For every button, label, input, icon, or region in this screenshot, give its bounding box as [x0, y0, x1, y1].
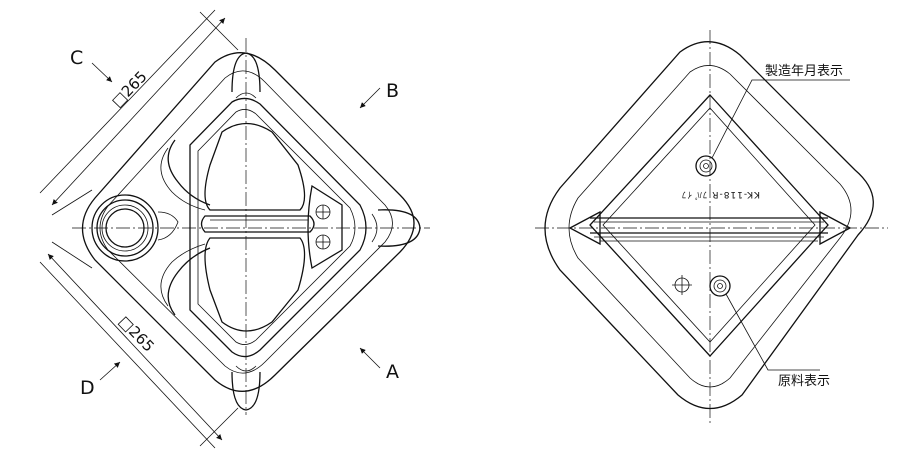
left-inner-frame — [189, 97, 367, 358]
left-top-boss — [231, 52, 261, 93]
right-second-outline — [568, 65, 852, 388]
left-view: □265 □265 C B A D — [39, 9, 430, 449]
dimension-upper-label: □265 — [108, 67, 151, 110]
view-arrow-a — [359, 347, 381, 369]
right-right-tip — [819, 210, 852, 246]
left-outer-outline — [82, 52, 415, 393]
right-left-tip — [568, 210, 601, 246]
left-dimension-upper — [39, 9, 239, 216]
view-label-c: C — [70, 47, 83, 69]
left-inner-dish — [204, 122, 306, 211]
callout-manufacture-date: 製造年月表示 — [765, 64, 843, 79]
callout-leader-date — [711, 79, 850, 159]
right-inner-diamond — [589, 94, 829, 357]
left-wing-lower — [167, 247, 211, 316]
right-outer-outline — [544, 41, 874, 409]
left-wing-upper — [167, 139, 211, 206]
view-label-b: B — [386, 80, 399, 102]
left-inner-dish-lower — [204, 237, 306, 332]
mold-marking: KK-118-R ﾌﾊﾟｲﾌ — [681, 189, 760, 200]
callout-material: 原料表示 — [778, 374, 830, 389]
left-dimension-lower — [39, 241, 239, 449]
left-bottom-boss — [231, 371, 261, 411]
left-second-outline — [99, 70, 393, 374]
view-label-a: A — [386, 361, 399, 383]
material-marker — [709, 275, 731, 297]
left-right-pocket — [307, 184, 343, 270]
right-ref-hole — [672, 275, 692, 295]
view-arrow-c — [91, 62, 113, 83]
manufacture-date-marker — [695, 155, 717, 177]
callout-leader-material — [725, 293, 820, 371]
view-arrow-b — [359, 87, 381, 109]
left-channel — [200, 215, 315, 233]
view-arrow-d — [99, 361, 121, 381]
view-label-d: D — [80, 377, 95, 399]
right-view: KK-118-R ﾌﾊﾟｲﾌ 製造年月表示 原料表示 — [535, 30, 888, 425]
